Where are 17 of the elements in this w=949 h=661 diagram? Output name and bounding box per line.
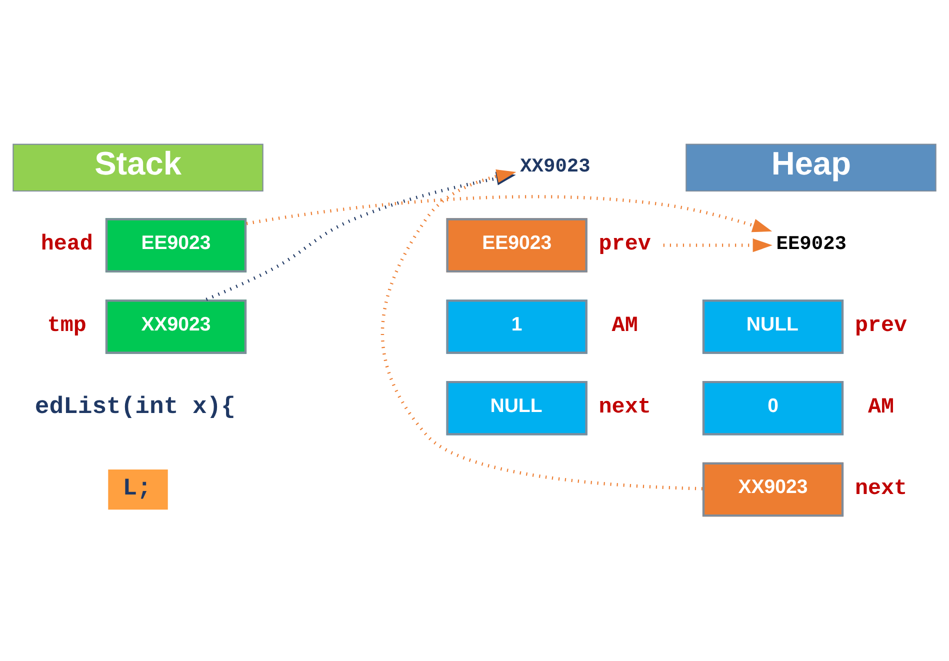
arrow <box>246 195 772 232</box>
node-text: EE9023 <box>776 232 847 255</box>
node-label: prev <box>598 232 651 257</box>
node-label: AM <box>612 313 638 338</box>
label: edList(int x){ <box>34 394 236 422</box>
node-label: next <box>598 394 651 420</box>
label: L; <box>122 476 152 503</box>
node-label: next <box>854 476 908 501</box>
node-label: prev <box>854 313 908 338</box>
node-box: Stack <box>12 144 264 192</box>
node-text: XX9023 <box>520 155 590 178</box>
arrow <box>663 238 772 252</box>
node-label: tmp <box>47 313 86 338</box>
node-label: head <box>40 232 93 257</box>
node-label: AM <box>868 394 894 420</box>
arrow <box>380 169 702 490</box>
node-box: Heap <box>686 144 936 192</box>
